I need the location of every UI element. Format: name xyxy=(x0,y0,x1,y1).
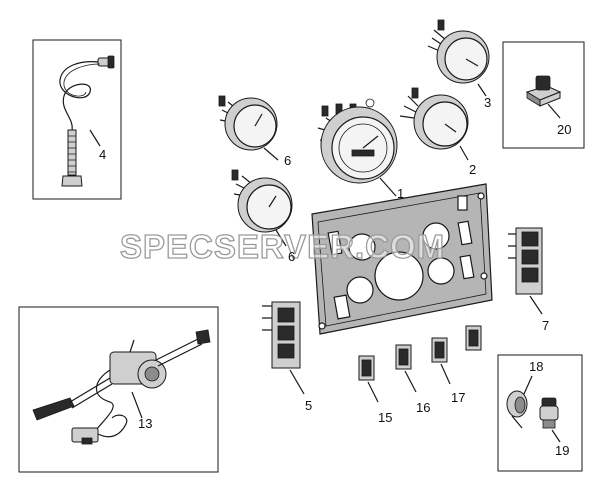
part-label-19: 19 xyxy=(555,443,569,458)
switch-part-20 xyxy=(525,75,562,119)
part-label-6-lower: 6 xyxy=(288,249,295,264)
part-label-2: 2 xyxy=(469,162,476,177)
part-label-7: 7 xyxy=(542,318,549,333)
rocker-switch-part-15 xyxy=(358,355,379,403)
instrument-panel-plate xyxy=(311,183,493,335)
rocker-switch-unlabeled xyxy=(465,325,482,351)
part-label-15: 15 xyxy=(378,410,392,425)
switch-block-part-7 xyxy=(508,227,543,315)
part-label-16: 16 xyxy=(416,400,430,415)
bezel-part-18 xyxy=(506,375,533,429)
switch-block-part-5 xyxy=(262,301,305,395)
rocker-switch-part-17 xyxy=(431,337,451,385)
watermark-text: SPECSERVER.COM xyxy=(120,228,445,265)
callout-box-part-13 xyxy=(18,306,219,473)
part-label-18: 18 xyxy=(529,359,543,374)
callout-box-part-4 xyxy=(32,39,122,200)
part-label-4: 4 xyxy=(99,147,106,162)
part-label-1: 1 xyxy=(397,186,404,201)
speedometer-part-1 xyxy=(317,98,398,197)
gauge-part-3 xyxy=(427,19,490,97)
part-label-3: 3 xyxy=(484,95,491,110)
part-label-17: 17 xyxy=(451,390,465,405)
part-label-13: 13 xyxy=(138,416,152,431)
combination-switch-part-13 xyxy=(32,329,211,445)
socket-part-19 xyxy=(539,397,561,443)
part-label-5: 5 xyxy=(305,398,312,413)
gauge-part-6-upper xyxy=(218,95,279,161)
gauge-part-2 xyxy=(399,87,469,161)
cable-assembly-part-4 xyxy=(59,55,115,187)
callout-box-parts-18-19 xyxy=(497,354,583,472)
part-label-20: 20 xyxy=(557,122,571,137)
part-label-6-upper: 6 xyxy=(284,153,291,168)
gauge-part-6-lower xyxy=(231,169,293,247)
rocker-switch-part-16 xyxy=(395,344,417,393)
callout-box-part-20 xyxy=(502,41,585,149)
